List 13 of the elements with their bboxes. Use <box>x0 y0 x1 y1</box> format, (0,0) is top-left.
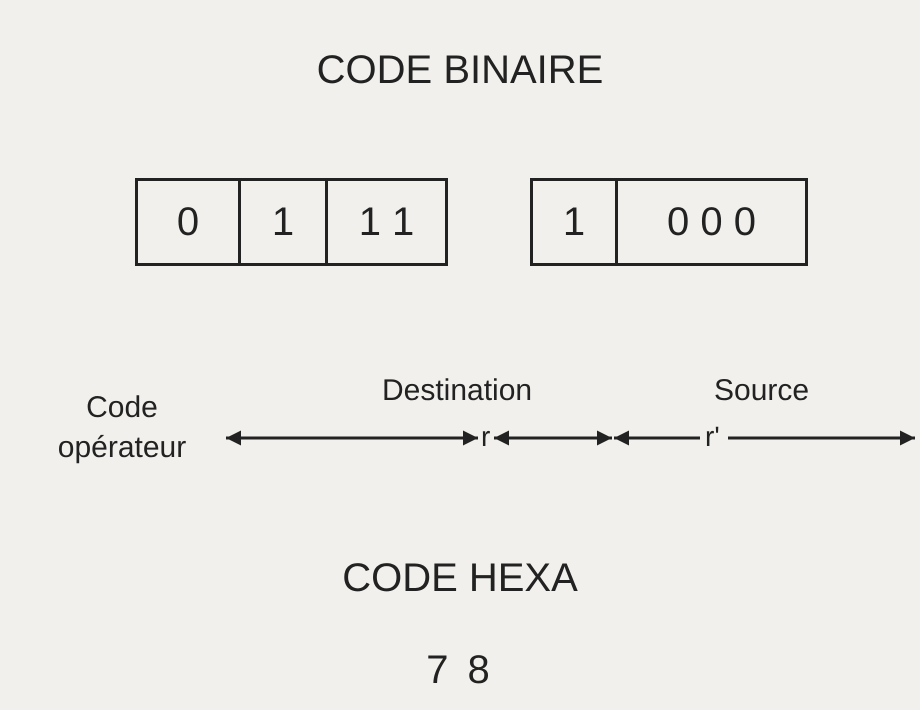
bit-field-cell: 1 1 <box>325 178 448 266</box>
label-text: Source <box>714 373 810 409</box>
label-text: r <box>481 420 490 454</box>
label-text: Code opérateur <box>56 390 188 466</box>
label-text: Destination <box>382 373 532 409</box>
label-text: r' <box>705 420 720 454</box>
bit-field-cell: 1 <box>530 178 618 266</box>
bit-field-cell: 1 <box>238 178 328 266</box>
bit-field-cell: 0 0 0 <box>615 178 808 266</box>
label-text: CODE HEXA <box>341 555 579 602</box>
diagram-title: CODE BINAIRE <box>316 47 604 94</box>
bit-field-cell: 0 <box>135 178 241 266</box>
label-text: 7 8 <box>425 647 495 694</box>
